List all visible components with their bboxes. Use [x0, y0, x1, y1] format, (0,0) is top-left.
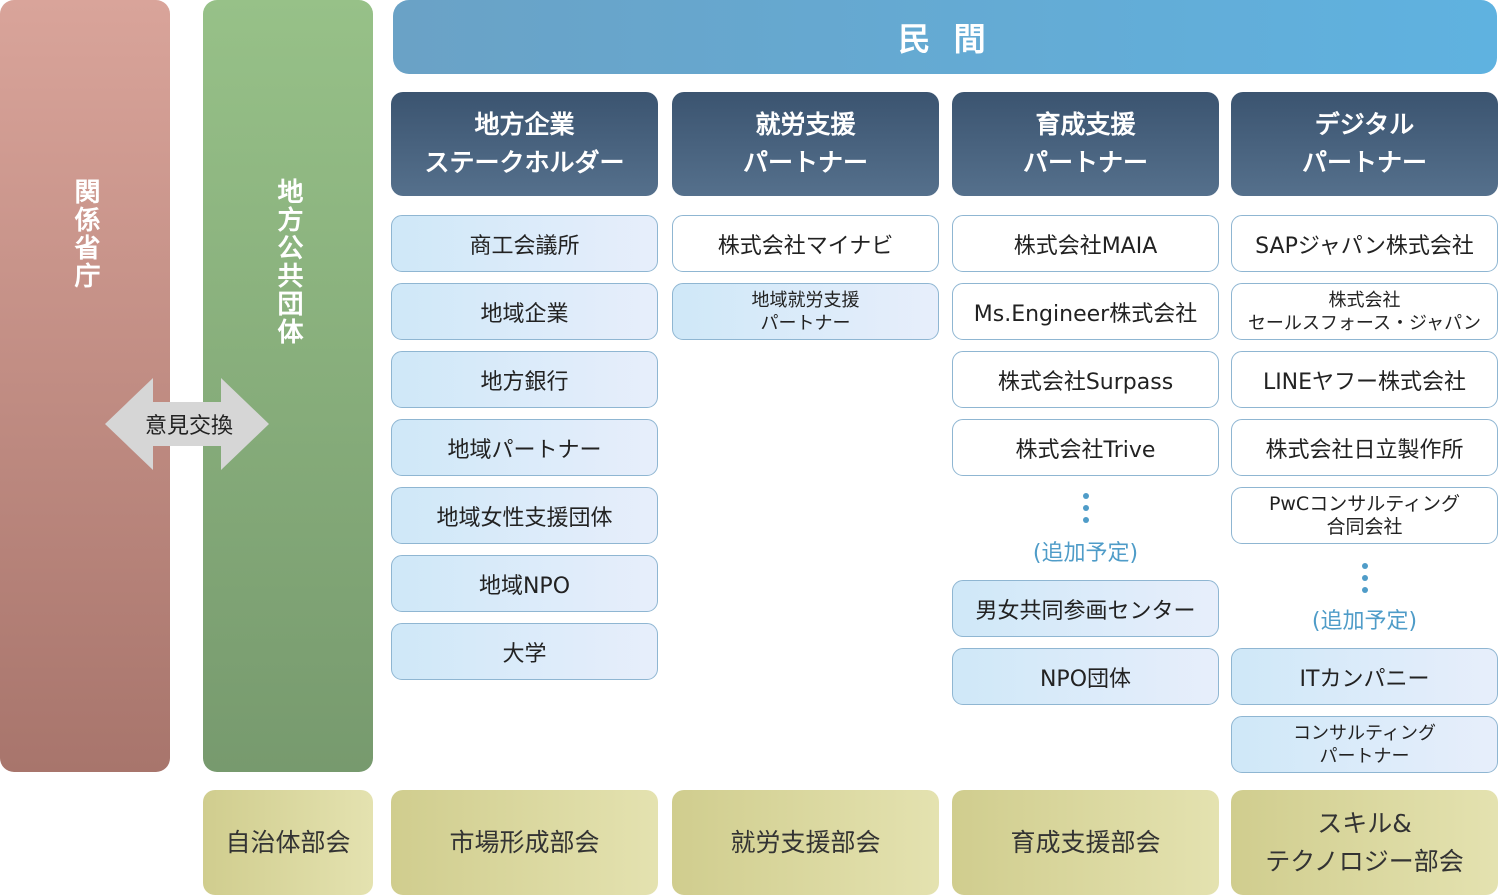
list-item: PwCコンサルティング 合同会社 — [1231, 487, 1498, 544]
list-item: 地域パートナー — [391, 419, 658, 476]
dot — [1082, 517, 1089, 523]
item-label: コンサルティング — [1293, 722, 1436, 744]
item-label: ITカンパニー — [1299, 666, 1430, 692]
item-label: 地方銀行 — [480, 369, 569, 395]
list-item: 株式会社Surpass — [952, 351, 1219, 408]
list-item: 株式会社MAIA — [952, 215, 1219, 272]
item-label: LINEヤフー株式会社 — [1262, 369, 1467, 395]
item-label: PwCコンサルティング — [1268, 492, 1461, 515]
list-item: 株式会社マイナビ — [672, 215, 939, 272]
item-label: 地域パートナー — [447, 437, 602, 463]
column-header-line: パートナー — [1022, 148, 1148, 177]
dot — [1361, 563, 1368, 569]
committee-local-government: 自治体部会 — [203, 790, 373, 895]
column-header-line: パートナー — [742, 148, 868, 177]
ministry-bar: 関係省庁 — [0, 0, 170, 772]
item-label: パートナー — [1319, 745, 1410, 767]
committee-label: テクノロジー部会 — [1265, 846, 1464, 876]
column-header-line: パートナー — [1301, 148, 1427, 177]
list-item: SAPジャパン株式会社 — [1231, 215, 1498, 272]
list-item: LINEヤフー株式会社 — [1231, 351, 1498, 408]
list-item: 地域就労支援 パートナー — [672, 283, 939, 340]
committee-employment-support: 就労支援部会 — [672, 790, 939, 895]
item-label: パートナー — [760, 312, 851, 334]
column-header-employment-support: 就労支援 パートナー — [672, 92, 939, 196]
committee-training-support: 育成支援部会 — [952, 790, 1219, 895]
private-sector-label: 民 間 — [898, 20, 992, 58]
column-header-digital-partner: デジタル パートナー — [1231, 92, 1498, 196]
item-label: 地域女性支援団体 — [436, 505, 613, 531]
ministry-label: 関係省庁 — [70, 178, 100, 290]
list-item: 地域企業 — [391, 283, 658, 340]
item-label: 大学 — [502, 641, 547, 667]
committee-skill-technology: スキル& テクノロジー部会 — [1231, 790, 1498, 895]
item-label: 株式会社日立製作所 — [1265, 437, 1464, 463]
dot — [1361, 575, 1368, 581]
list-item: NPO団体 — [952, 648, 1219, 705]
dot — [1082, 505, 1089, 511]
list-item: Ms.Engineer株式会社 — [952, 283, 1219, 340]
item-label: 株式会社マイナビ — [717, 233, 894, 259]
item-label: Ms.Engineer株式会社 — [973, 301, 1198, 327]
item-label: 株式会社MAIA — [1013, 233, 1158, 259]
list-item: 大学 — [391, 623, 658, 680]
list-item: 株式会社 セールスフォース・ジャパン — [1231, 283, 1498, 340]
list-item: ITカンパニー — [1231, 648, 1498, 705]
column-header-training-support: 育成支援 パートナー — [952, 92, 1219, 196]
private-sector-header: 民 間 — [393, 0, 1497, 74]
local-government-bar: 地方公共団体 — [203, 0, 373, 772]
item-label: 合同会社 — [1326, 515, 1403, 538]
committee-label: スキル& — [1317, 808, 1412, 838]
item-label: NPO団体 — [1039, 666, 1132, 692]
item-label: セールスフォース・ジャパン — [1247, 312, 1482, 334]
list-item: 地域NPO — [391, 555, 658, 612]
column-header-regional-stakeholders: 地方企業 ステークホルダー — [391, 92, 658, 196]
item-label: 商工会議所 — [469, 233, 580, 259]
item-label: 株式会社 — [1328, 289, 1401, 311]
item-label: 地域NPO — [478, 573, 571, 599]
item-label: SAPジャパン株式会社 — [1255, 233, 1474, 259]
committee-label: 就労支援部会 — [730, 827, 881, 857]
item-label: 地域就労支援 — [751, 289, 860, 311]
continuation-dots — [952, 490, 1219, 526]
local-government-label: 地方公共団体 — [273, 178, 303, 346]
list-item: 地域女性支援団体 — [391, 487, 658, 544]
list-item: コンサルティング パートナー — [1231, 716, 1498, 773]
list-item: 株式会社日立製作所 — [1231, 419, 1498, 476]
planned-addition-label: (追加予定) — [1032, 541, 1139, 566]
item-label: 地域企業 — [480, 301, 569, 327]
dot — [1082, 493, 1089, 499]
list-item: 株式会社Trive — [952, 419, 1219, 476]
committee-label: 自治体部会 — [225, 827, 351, 857]
committee-label: 育成支援部会 — [1010, 827, 1161, 857]
list-item: 地方銀行 — [391, 351, 658, 408]
item-label: 株式会社Surpass — [997, 369, 1174, 395]
committee-label: 市場形成部会 — [449, 827, 600, 857]
committee-market-formation: 市場形成部会 — [391, 790, 658, 895]
planned-addition-label: (追加予定) — [1311, 609, 1418, 634]
exchange-double-arrow: 意見交換 — [105, 378, 269, 470]
column-header-line: デジタル — [1314, 110, 1415, 139]
continuation-dots — [1231, 560, 1498, 596]
exchange-label: 意見交換 — [145, 414, 233, 439]
double-arrow-shape — [105, 378, 269, 470]
item-label: 男女共同参画センター — [975, 598, 1196, 624]
list-item: 商工会議所 — [391, 215, 658, 272]
dot — [1361, 587, 1368, 593]
column-header-line: 就労支援 — [755, 110, 856, 139]
column-header-line: 地方企業 — [474, 110, 575, 139]
column-header-line: ステークホルダー — [424, 148, 625, 177]
list-item: 男女共同参画センター — [952, 580, 1219, 637]
column-header-line: 育成支援 — [1035, 110, 1136, 139]
item-label: 株式会社Trive — [1015, 437, 1156, 463]
